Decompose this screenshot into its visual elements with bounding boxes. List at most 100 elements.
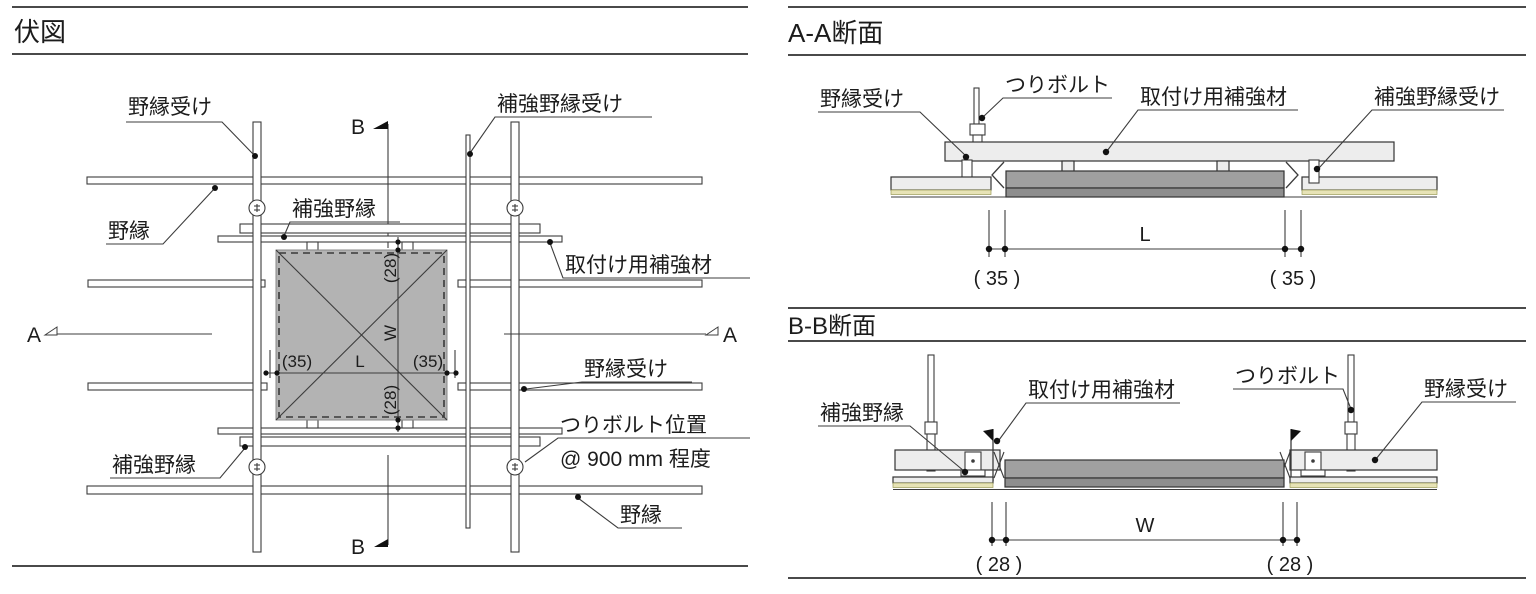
aa-hanging-bolt [969, 87, 986, 144]
label-bb-mounting-member: 取付け用補強材 [993, 379, 1180, 445]
mounting-member-bar-top [217, 235, 563, 243]
label-aa-mounting-member: 取付け用補強材 [1102, 86, 1298, 156]
reinforced-joist-bar-top [239, 223, 541, 234]
bb-carrying-channel-left [894, 449, 1001, 471]
svg-text:取付け用補強材: 取付け用補強材 [1140, 86, 1287, 109]
aa-ceiling-boards [890, 176, 1438, 198]
bb-fixture [1004, 459, 1285, 488]
aa-edge-trim-left [991, 161, 1005, 189]
plan-reinforcement-bars [217, 223, 563, 447]
label-joist-hanger-right: 野縁受け [521, 358, 692, 392]
svg-text:補強野縁: 補強野縁 [820, 402, 904, 425]
svg-text:@ 900 mm 程度: @ 900 mm 程度 [560, 448, 711, 471]
hanging-bolt-symbols [248, 199, 524, 476]
joist-bar-mid-right-1 [457, 279, 703, 288]
aa-reinforced-hanger-section [1308, 159, 1320, 184]
bb-dim-28-right: ( 28 ) [1267, 554, 1314, 576]
joist-bar-mid-left-2 [87, 382, 268, 391]
dim-l: L [355, 352, 364, 371]
joist-bar-mid-right-2 [457, 382, 703, 391]
plan-dimensions: (28) W (28) (35) L (35) [263, 237, 459, 432]
label-joist-left: 野縁 [106, 185, 218, 245]
label-aa-hanging-bolt: つりボルト [978, 74, 1112, 122]
svg-text:補強野縁受け: 補強野縁受け [497, 93, 623, 116]
aa-mounting-member-bar [944, 141, 1395, 162]
label-bb-reinforced-joist: 補強野縁 [818, 402, 969, 476]
carrying-channel-left [252, 121, 262, 553]
aa-dim-35-left: ( 35 ) [974, 268, 1021, 290]
dim-35-left: (35) [282, 352, 312, 371]
section-a-flag-left [43, 326, 58, 336]
label-joist-hanger-top-left: 野縁受け [126, 96, 258, 159]
bb-dimensions: W ( 28 ) ( 28 ) [976, 502, 1314, 576]
label-aa-reinforced-hanger: 補強野縁受け [1313, 86, 1504, 173]
bolt-nut [924, 421, 938, 435]
opening-diagonal [275, 249, 448, 421]
svg-text:野縁受け: 野縁受け [584, 358, 668, 381]
bb-dim-28-left: ( 28 ) [976, 554, 1023, 576]
dim-28-top: (28) [381, 253, 400, 283]
mounting-member-bar-bottom [217, 427, 563, 435]
bb-ceiling-boards [892, 476, 1438, 491]
svg-text:つりボルト: つりボルト [1235, 365, 1340, 388]
dim-28-bottom: (28) [381, 385, 400, 415]
joist-bar-mid-left-1 [87, 279, 266, 288]
plan-carrying-channels [252, 121, 520, 553]
section-b-letter-top: B [351, 116, 365, 139]
section-b-flag-top [373, 121, 388, 129]
dim-w: W [381, 325, 400, 341]
bb-dim-w: W [1136, 515, 1155, 537]
bolt-circle-icon [506, 199, 524, 217]
equipment-opening [275, 249, 448, 421]
reinforced-carrying-channel [465, 134, 471, 529]
bb-mounting-bracket-left [983, 429, 1005, 481]
aa-title: A-A断面 [788, 18, 883, 48]
section-a-flag-right [704, 326, 719, 336]
svg-text:野縁: 野縁 [108, 220, 150, 243]
joist-bar-top [86, 176, 703, 185]
bb-title: B-B断面 [788, 313, 876, 340]
aa-edge-trim-right [1285, 161, 1299, 189]
label-joist-bottom: 野縁 [575, 494, 682, 529]
opening-dashed-border [278, 252, 445, 418]
section-a-letter-right: A [723, 324, 737, 347]
plan-title: 伏図 [14, 17, 66, 47]
section-b-letter-bottom: B [351, 536, 365, 559]
plan-joists [86, 176, 703, 495]
label-bolt-position: つりボルト位置 @ 900 mm 程度 [524, 414, 750, 471]
label-reinforced-joist-bottom: 補強野縁 [110, 444, 248, 479]
joist-bar-bottom [86, 485, 703, 495]
bolt-circle-icon [248, 199, 266, 217]
section-a-letter-left: A [27, 324, 41, 347]
reinforced-joist-bar-bottom [239, 436, 541, 447]
label-bb-hanging-bolt: つりボルト [1233, 365, 1355, 414]
plan-view: 伏図 B B [12, 6, 750, 567]
connector-stub [306, 241, 319, 251]
bb-labels: 補強野縁 取付け用補強材 つりボルト 野縁受け [818, 365, 1516, 476]
connector-stub [306, 419, 319, 429]
carrying-channel-right [510, 121, 520, 553]
label-aa-joist-hanger: 野縁受け [818, 88, 970, 161]
svg-text:野縁受け: 野縁受け [1424, 378, 1508, 401]
section-line-a: A A [27, 324, 737, 347]
aa-fixture [1005, 170, 1285, 198]
section-bb-view: B-B断面 [788, 307, 1526, 579]
bolt-circle-icon [506, 458, 524, 476]
svg-text:つりボルト位置: つりボルト位置 [560, 414, 707, 437]
svg-text:補強野縁: 補強野縁 [112, 454, 196, 477]
label-reinforced-joist-top: 補強野縁 [281, 198, 400, 240]
dim-35-right: (35) [413, 352, 443, 371]
svg-text:取付け用補強材: 取付け用補強材 [565, 254, 712, 277]
bb-carrying-channel-right [1289, 449, 1438, 471]
plan-labels: 野縁受け 補強野縁受け 野縁 補強野縁 取付け用補強材 野縁受け [106, 93, 750, 529]
connector-stub [401, 241, 414, 251]
svg-text:野縁受け: 野縁受け [128, 96, 212, 119]
bb-reinforced-joist-clip-right [1300, 451, 1326, 477]
bb-reinforced-joist-clip-left [960, 451, 986, 477]
bolt-nut [1344, 421, 1358, 435]
label-mounting-member: 取付け用補強材 [547, 239, 750, 279]
bolt-nut [969, 123, 986, 136]
connector-stub [401, 419, 414, 429]
